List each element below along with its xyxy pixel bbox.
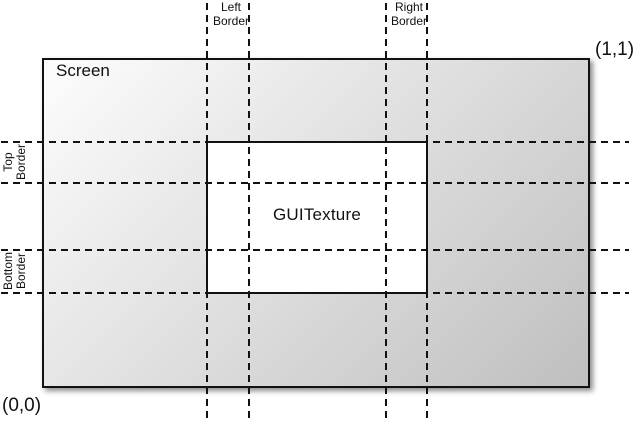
screen-label: Screen bbox=[56, 61, 110, 80]
left-border-label-line1: Left bbox=[220, 0, 241, 14]
guitexture-label: GUITexture bbox=[273, 204, 361, 224]
left-border-inset-line bbox=[248, 3, 250, 423]
right-border-inset-line bbox=[385, 3, 387, 423]
guitexture-rect: GUITexture bbox=[206, 141, 428, 294]
left-border-label-line2: Border bbox=[212, 14, 250, 28]
right-border-label-line1: Right bbox=[394, 0, 423, 14]
top-border-label-line2: Border bbox=[14, 143, 28, 181]
bottom-border-inset-line bbox=[1, 249, 629, 251]
origin-coordinate-label: (0,0) bbox=[2, 395, 42, 416]
top-border-inset-line bbox=[1, 182, 629, 184]
bottom-border-label-line2: Border bbox=[14, 252, 28, 290]
top-right-coordinate-label: (1,1) bbox=[595, 39, 635, 60]
right-border-label-line2: Border bbox=[390, 14, 428, 28]
left-border-label: Left Border bbox=[198, 0, 264, 28]
right-border-label: Right Border bbox=[376, 0, 442, 28]
top-border-label: Top Border bbox=[1, 140, 30, 184]
bottom-border-label: Bottom Border bbox=[1, 249, 30, 293]
